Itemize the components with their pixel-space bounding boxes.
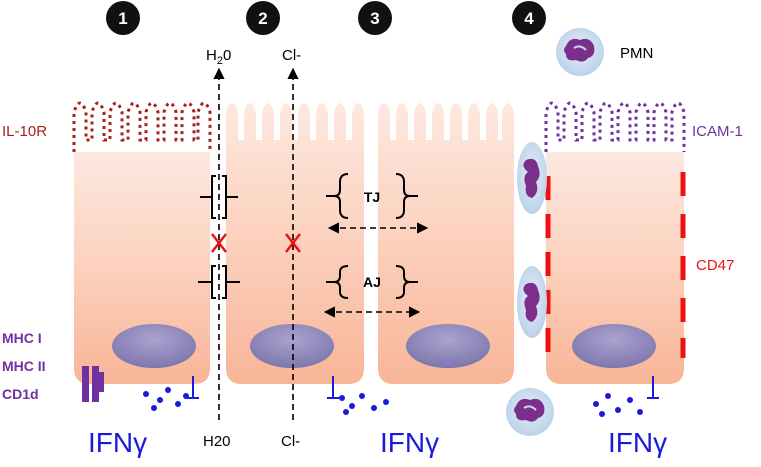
tight-junction-label: TJ xyxy=(364,189,380,205)
step-2-label: 2 xyxy=(258,9,267,28)
step-markers: 1 2 3 4 xyxy=(106,1,546,35)
cd1d-label: CD1d xyxy=(2,386,39,402)
water-label-bottom: H20 xyxy=(203,433,231,450)
cd47-markers xyxy=(545,172,686,358)
ifng-receptors xyxy=(187,376,659,399)
nucleus xyxy=(406,324,490,368)
nucleus xyxy=(112,324,196,368)
water-label-top: H20 xyxy=(206,47,231,67)
microvilli-il10r xyxy=(72,101,212,152)
junction-brackets-right xyxy=(326,173,418,299)
epithelial-cell-1 xyxy=(72,101,212,384)
nucleus xyxy=(572,324,656,368)
ifng-label-right: IFNγ xyxy=(608,427,667,458)
migrating-pmn-lower-icon xyxy=(517,266,547,338)
ifng-molecules xyxy=(143,387,643,417)
cd47-label: CD47 xyxy=(696,257,734,274)
nucleus xyxy=(250,324,334,368)
pmn-label: PMN xyxy=(620,45,653,62)
ifng-label-middle: IFNγ xyxy=(380,427,439,458)
epithelial-cell-2 xyxy=(226,103,364,384)
migrating-pmn-upper-icon xyxy=(517,142,547,214)
epithelial-cell-4 xyxy=(544,101,686,384)
transmigrated-pmn-icon xyxy=(506,388,554,436)
chloride-label-top: Cl- xyxy=(282,47,301,64)
step-3-label: 3 xyxy=(370,9,379,28)
chloride-label-bottom: Cl- xyxy=(281,433,300,450)
il10r-label: IL-10R xyxy=(2,123,47,140)
block-marks xyxy=(211,233,301,253)
icam1-label: ICAM-1 xyxy=(692,123,743,140)
water-block-x-icon xyxy=(211,233,227,253)
ifng-label-left: IFNγ xyxy=(88,427,147,458)
chloride-block-x-icon xyxy=(285,233,301,253)
epithelial-cell-3 xyxy=(378,103,514,384)
mhc1-label: MHC I xyxy=(2,330,42,346)
mhc2-label: MHC II xyxy=(2,358,46,374)
adherens-junction-label: AJ xyxy=(363,274,381,290)
microvilli-icam1 xyxy=(544,101,686,152)
mhc-bars-icon xyxy=(82,366,104,402)
step-1-label: 1 xyxy=(118,9,127,28)
junction-brackets-left xyxy=(198,175,240,299)
step-4-label: 4 xyxy=(524,9,534,28)
pmn-cell-icon xyxy=(556,28,604,76)
